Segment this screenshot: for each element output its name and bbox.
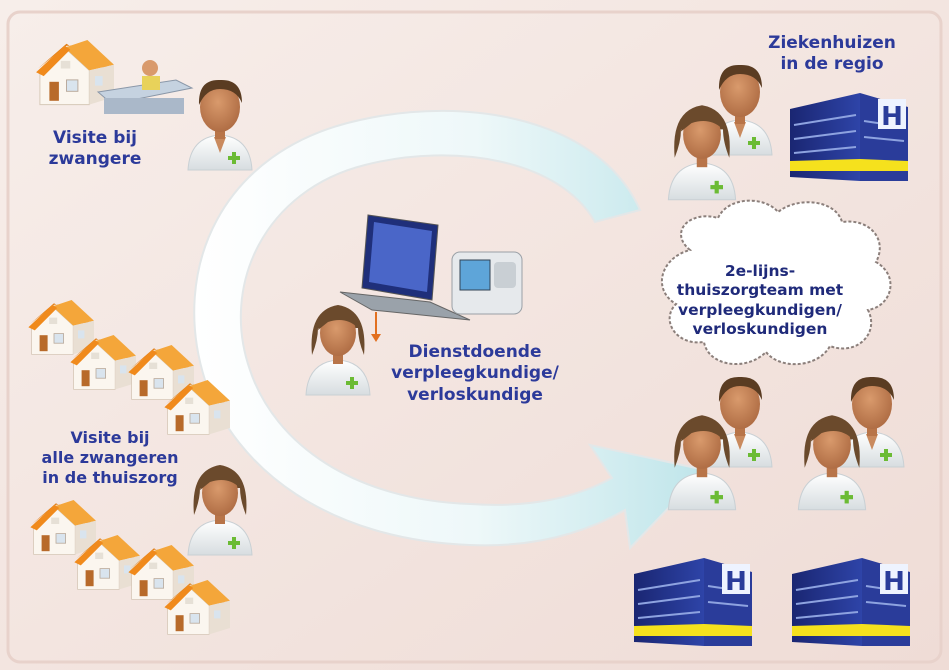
label-line: Visite bij <box>52 128 138 148</box>
label-line: thuiszorgteam met <box>676 281 844 300</box>
hospital-icon <box>789 92 909 182</box>
label-line: alle zwangeren <box>41 448 179 467</box>
cycle-arrow <box>193 109 707 551</box>
label-visit-all: Visite bij alle zwangeren in de thuiszor… <box>10 428 210 488</box>
label-line: 2e-lijns- <box>724 262 796 280</box>
down-arrow-icon <box>371 312 381 342</box>
label-visit-pregnant: Visite bij zwangere <box>30 128 160 171</box>
label-line: zwangere <box>48 149 142 170</box>
label-on-duty-nurse: Dienstdoende verpleegkundige/ verloskund… <box>380 342 570 406</box>
label-line: Ziekenhuizen <box>768 33 896 53</box>
label-line: verpleegkundige/ <box>391 363 559 384</box>
label-line: verpleegkundigen/ <box>678 300 842 319</box>
hospital-icon <box>633 557 753 647</box>
label-line: Dienstdoende <box>408 342 542 362</box>
label-homecare-team: 2e-lijns- thuiszorgteam met verpleegkund… <box>660 262 860 340</box>
video-call-icon <box>96 60 194 114</box>
label-line: Visite bij <box>70 428 150 447</box>
monitor-device-icon <box>451 251 523 315</box>
label-line: verloskundigen <box>692 320 828 339</box>
label-hospitals: Ziekenhuizen in de regio <box>742 33 922 76</box>
cloud-shape <box>660 199 892 366</box>
label-line: verloskundige <box>407 384 543 405</box>
label-line: in de regio <box>780 54 884 75</box>
label-line: in de thuiszorg <box>42 468 178 487</box>
hospital-icon <box>791 557 911 647</box>
laptop-icon <box>339 214 471 321</box>
